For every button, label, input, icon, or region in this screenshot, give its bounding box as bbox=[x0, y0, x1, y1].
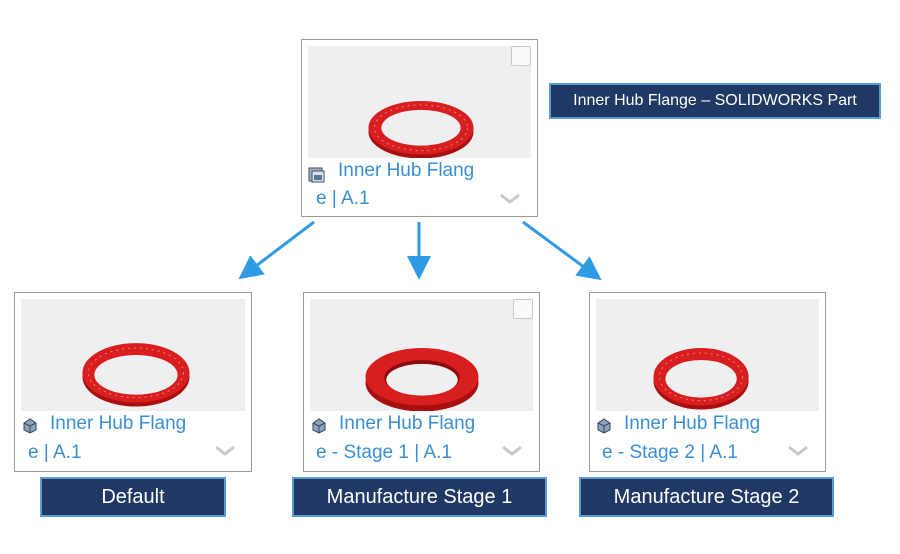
chevron-down-icon[interactable] bbox=[499, 193, 521, 205]
config-name-line2[interactable]: e | A.1 bbox=[28, 442, 82, 463]
config-name-line1[interactable]: Inner Hub Flang bbox=[339, 413, 476, 434]
part-title-callout: Inner Hub Flange – SOLIDWORKS Part bbox=[549, 83, 881, 119]
flange-image bbox=[653, 348, 749, 410]
chevron-down-icon[interactable] bbox=[501, 445, 523, 457]
label-default-text: Default bbox=[101, 485, 165, 508]
label-default: Default bbox=[40, 477, 226, 517]
config-name-line1[interactable]: Inner Hub Flang bbox=[624, 413, 761, 434]
select-checkbox[interactable] bbox=[511, 46, 531, 66]
chevron-down-icon[interactable] bbox=[787, 445, 809, 457]
config-thumbnail bbox=[596, 299, 819, 411]
top-part-card[interactable]: Inner Hub Flang e | A.1 bbox=[301, 39, 538, 217]
label-stage-2-text: Manufacture Stage 2 bbox=[613, 485, 800, 508]
part-title-text: Inner Hub Flange – SOLIDWORKS Part bbox=[573, 92, 857, 109]
flange-image bbox=[365, 348, 479, 411]
label-stage-1-text: Manufacture Stage 1 bbox=[326, 485, 513, 508]
config-name-line2[interactable]: e - Stage 1 | A.1 bbox=[316, 442, 452, 463]
select-checkbox[interactable] bbox=[513, 299, 533, 319]
config-card-default[interactable]: Inner Hub Flang e | A.1 bbox=[14, 292, 252, 472]
part-thumbnail bbox=[308, 46, 531, 158]
arrow-to-stage-2 bbox=[522, 220, 602, 281]
config-thumbnail bbox=[21, 299, 245, 411]
label-stage-1: Manufacture Stage 1 bbox=[292, 477, 547, 517]
config-name-line1[interactable]: Inner Hub Flang bbox=[50, 413, 187, 434]
flange-image bbox=[82, 343, 190, 407]
part-icon bbox=[312, 418, 326, 434]
config-card-stage-2[interactable]: Inner Hub Flang e - Stage 2 | A.1 bbox=[589, 292, 826, 472]
arrow-to-default bbox=[238, 220, 315, 280]
label-stage-2: Manufacture Stage 2 bbox=[579, 477, 834, 517]
part-icon bbox=[597, 418, 611, 434]
flange-image bbox=[368, 101, 474, 158]
part-name-line2[interactable]: e | A.1 bbox=[316, 188, 370, 209]
config-thumbnail bbox=[310, 299, 533, 411]
chevron-down-icon[interactable] bbox=[214, 445, 236, 457]
config-card-stage-1[interactable]: Inner Hub Flang e - Stage 1 | A.1 bbox=[303, 292, 540, 472]
assembly-icon bbox=[308, 167, 325, 183]
part-icon bbox=[23, 418, 37, 434]
part-name-line1[interactable]: Inner Hub Flang bbox=[338, 160, 475, 181]
config-name-line2[interactable]: e - Stage 2 | A.1 bbox=[602, 442, 738, 463]
